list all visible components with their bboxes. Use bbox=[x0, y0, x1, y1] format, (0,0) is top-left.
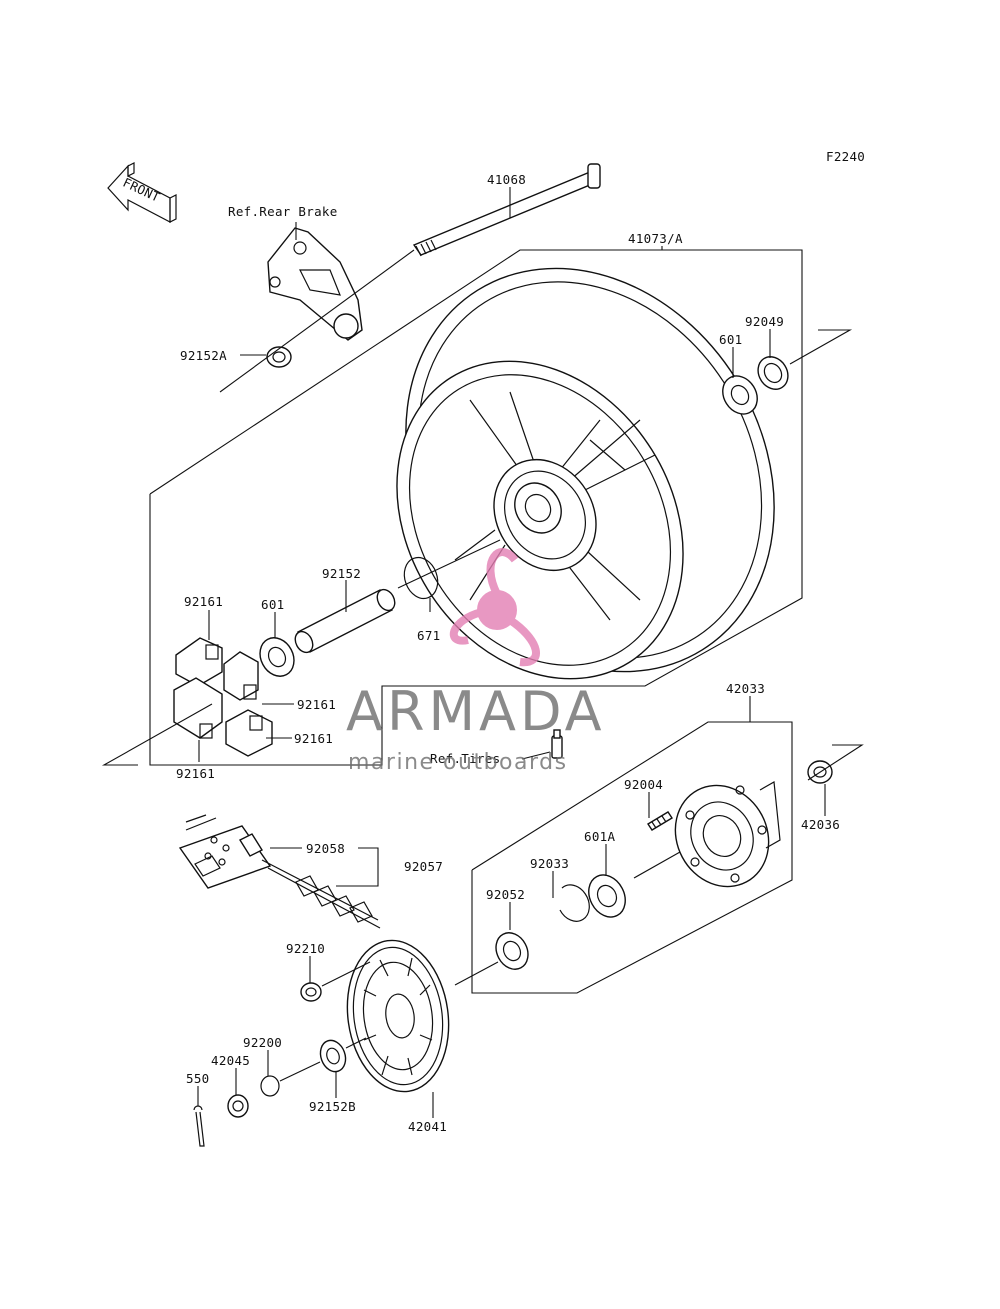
label-92161-low: 92161 bbox=[294, 731, 333, 746]
washer-axis-line bbox=[279, 1061, 321, 1082]
armada-logo-icon bbox=[449, 548, 540, 667]
label-42045: 42045 bbox=[211, 1053, 250, 1068]
label-550: 550 bbox=[186, 1071, 209, 1086]
bearing-601-left bbox=[259, 637, 295, 677]
nut-axis-line bbox=[321, 961, 371, 987]
collar-92152B bbox=[319, 1039, 347, 1073]
tire-valve bbox=[551, 729, 563, 759]
label-41073A: 41073/A bbox=[628, 231, 683, 246]
left-axis-line bbox=[101, 703, 213, 766]
nut-42045 bbox=[227, 1094, 249, 1118]
label-671: 671 bbox=[417, 628, 440, 643]
label-92058: 92058 bbox=[306, 841, 345, 856]
ref-tires: Ref.Tires bbox=[430, 751, 500, 766]
label-92004: 92004 bbox=[624, 777, 663, 792]
figure-code: F2240 bbox=[826, 149, 865, 164]
label-92161-mid: 92161 bbox=[297, 697, 336, 712]
collar-92152A bbox=[266, 346, 292, 368]
hub-assembly-box bbox=[471, 721, 793, 994]
label-92052: 92052 bbox=[486, 887, 525, 902]
rear-sprocket-42041 bbox=[346, 939, 450, 1093]
damper-92161-top bbox=[175, 637, 223, 687]
hub-axis-line bbox=[807, 744, 864, 781]
label-41068: 41068 bbox=[487, 172, 526, 187]
label-92152A: 92152A bbox=[180, 348, 227, 363]
circlip-92033 bbox=[559, 884, 590, 922]
axle-41068 bbox=[412, 163, 601, 257]
cotter-pin-550 bbox=[193, 1105, 205, 1147]
label-92161-bottom: 92161 bbox=[176, 766, 215, 781]
damper-92161-mid bbox=[223, 651, 259, 701]
front-arrow-icon: FRONT bbox=[107, 162, 177, 223]
washer-92200 bbox=[260, 1075, 280, 1097]
right-axis-line bbox=[789, 329, 853, 365]
seal-92049 bbox=[757, 356, 789, 390]
spacer-92152 bbox=[294, 588, 396, 654]
damper-92161-left bbox=[173, 677, 223, 739]
brake-bracket bbox=[267, 227, 363, 341]
chain-92057 bbox=[178, 814, 381, 929]
ref-rear-brake: Ref.Rear Brake bbox=[228, 204, 338, 219]
axle-centerline bbox=[219, 249, 415, 393]
label-601-right: 601 bbox=[719, 332, 742, 347]
wheel-assembly-box bbox=[149, 249, 803, 766]
bearing-601A bbox=[588, 874, 626, 918]
label-42036: 42036 bbox=[801, 817, 840, 832]
label-92057: 92057 bbox=[404, 859, 443, 874]
damper-92161-low bbox=[225, 709, 273, 757]
oring-671 bbox=[403, 556, 439, 600]
rear-wheel bbox=[396, 267, 775, 680]
label-601A: 601A bbox=[584, 829, 615, 844]
armada-watermark: ARMADA marine outboards bbox=[346, 548, 606, 775]
label-92049: 92049 bbox=[745, 314, 784, 329]
label-92033: 92033 bbox=[530, 856, 569, 871]
brand-name: ARMADA bbox=[346, 680, 606, 743]
bearing-601-right bbox=[722, 375, 758, 415]
label-92152B: 92152B bbox=[309, 1099, 356, 1114]
label-601-left: 601 bbox=[261, 597, 284, 612]
nut-92210 bbox=[300, 982, 322, 1002]
label-92210: 92210 bbox=[286, 941, 325, 956]
seal-92052 bbox=[495, 932, 529, 970]
sprocket-axis-line bbox=[454, 961, 499, 986]
collar-axis-line bbox=[345, 1037, 367, 1049]
label-42041: 42041 bbox=[408, 1119, 447, 1134]
label-42033: 42033 bbox=[726, 681, 765, 696]
stud-92004 bbox=[647, 811, 673, 831]
label-92161-top: 92161 bbox=[184, 594, 223, 609]
label-92152: 92152 bbox=[322, 566, 361, 581]
leader-ref-tires bbox=[521, 751, 551, 760]
hub-inner-axis bbox=[633, 851, 681, 879]
label-92200: 92200 bbox=[243, 1035, 282, 1050]
front-arrow-label: FRONT bbox=[121, 175, 163, 205]
sprocket-hub bbox=[674, 781, 781, 888]
brand-tagline: marine outboards bbox=[348, 750, 568, 775]
wheel-axis-line bbox=[397, 539, 501, 589]
leader-92057 bbox=[336, 847, 379, 887]
